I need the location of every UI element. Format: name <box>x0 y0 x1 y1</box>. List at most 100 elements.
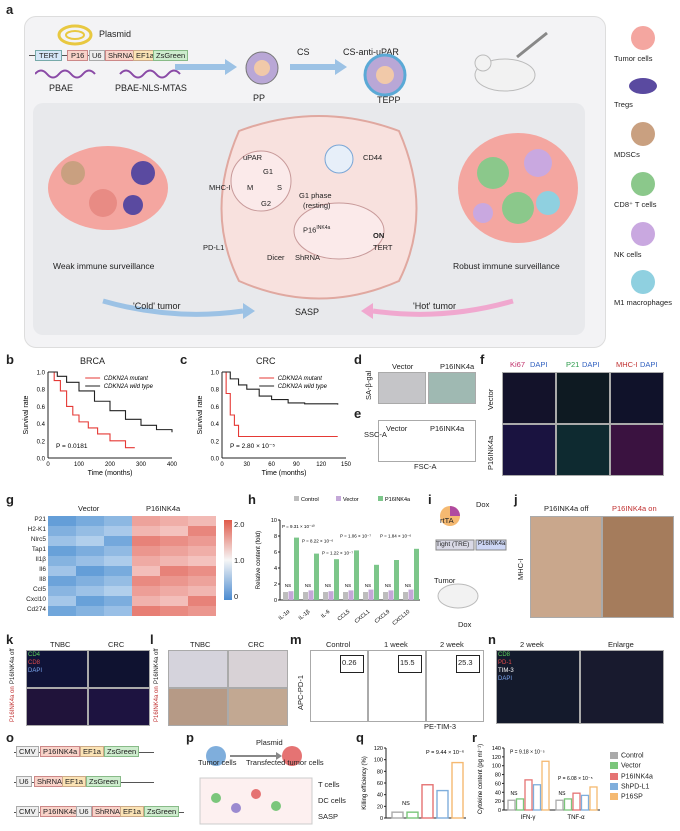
bar-Vector <box>563 798 573 811</box>
sasp-label: SASP <box>295 307 320 317</box>
panel-label-o: o <box>6 730 14 745</box>
bar-P16INK4a <box>394 560 399 600</box>
heatmap-cell <box>104 526 132 536</box>
m-v2: 15.5 <box>400 658 415 667</box>
category-label: CCL5 <box>337 609 352 623</box>
heatmap-cell <box>76 596 104 606</box>
heatmap-cell <box>160 606 188 616</box>
k-off: P16INK4a off <box>10 648 16 684</box>
bar-P16INK4a <box>572 792 581 811</box>
y-tick-label: 60 <box>377 781 383 787</box>
p-value: P = 6.08 × 10⁻⁵ <box>558 776 593 782</box>
legend-wt: CDKN2A wild type <box>278 384 328 390</box>
o3-zsgreen: ZsGreen <box>144 806 180 817</box>
legend-swatch <box>336 496 341 501</box>
y-tick-label: 120 <box>374 746 383 752</box>
upar-label: uPAR <box>243 153 263 162</box>
n-pd1: PD-1 <box>498 660 512 666</box>
x-axis-label: Time (months) <box>262 470 307 477</box>
x-tick-label: 400 <box>167 462 178 468</box>
y-axis-label: Survival rate <box>197 395 204 434</box>
l-crc: CRC <box>248 640 265 649</box>
y-tick-label: 0 <box>274 598 277 604</box>
i-dox2: Dox <box>458 620 472 629</box>
bar-Vector <box>368 589 374 600</box>
bar-P16INK4a <box>294 537 299 600</box>
heatmap-cell <box>104 556 132 566</box>
p-value: P = 1.84 × 10⁻⁶ <box>380 534 411 539</box>
f-img-6 <box>610 424 664 476</box>
l-tnbc: TNBC <box>190 640 211 649</box>
bar-P16INK4a <box>524 779 533 811</box>
legend-tumor: Tumor cells <box>614 54 653 63</box>
g-scale-1: 1.0 <box>234 556 245 565</box>
s-label: S <box>277 183 283 192</box>
heatmap-cell <box>132 516 160 526</box>
y-tick-label: 0.6 <box>37 405 46 411</box>
y-axis-label: Survival rate <box>23 395 30 434</box>
legend-swatch <box>378 496 383 501</box>
heatmap-cell <box>132 536 160 546</box>
y-tick-label: 6 <box>274 550 277 556</box>
category-label: IL-1β <box>298 609 312 622</box>
y-tick-label: 10 <box>271 518 277 524</box>
bar-P16INK4a <box>334 559 339 600</box>
bar-Control <box>507 799 516 811</box>
heatmap-cell <box>48 536 76 546</box>
y-tick-label: 0.4 <box>37 422 46 428</box>
heatmap-cell <box>104 576 132 586</box>
y-tick-label: 4 <box>274 566 277 572</box>
legend-cd8: CD8⁺ T cells <box>614 200 657 209</box>
p-value: P = 1.06 × 10⁻⁷ <box>340 534 371 539</box>
y-tick-label: 80 <box>377 769 383 775</box>
heatmap-cell <box>160 586 188 596</box>
heatmap-cell <box>76 546 104 556</box>
x-axis-label: Time (months) <box>88 470 133 477</box>
bar-Vector <box>328 591 334 600</box>
heatmap-cell <box>76 606 104 616</box>
n-img-1 <box>496 650 580 724</box>
panel-label-n: n <box>488 632 496 647</box>
l-on: P16INK4a on <box>154 686 160 722</box>
g1-label: G1 <box>263 167 274 176</box>
k-cd8: CD8 <box>28 660 41 666</box>
g1phase-label: G1 phase <box>299 191 332 200</box>
heatmap-cell <box>160 516 188 526</box>
m-w2: 2 week <box>440 640 464 649</box>
category-label: CXCL9 <box>374 609 391 625</box>
legend-swatch <box>610 762 618 770</box>
j-on: P16INK4a on <box>612 504 657 513</box>
legend-label: Vector <box>621 762 641 770</box>
y-tick-label: 140 <box>492 746 501 752</box>
x-tick-label: 300 <box>136 462 147 468</box>
construct-tert: TERT <box>35 50 63 61</box>
i-dox: Dox <box>476 500 490 509</box>
p-value: P = 8.22 × 10⁻⁶ <box>302 538 333 543</box>
category-label: TNF-α <box>567 815 585 821</box>
category-label: CXCL10 <box>391 609 411 627</box>
g-p16: P16INK4a <box>146 504 181 513</box>
legend-label: Control <box>301 497 319 503</box>
m-w1: 1 week <box>384 640 408 649</box>
bar-P16SP <box>541 760 550 811</box>
o3-shrna: ShRNA <box>92 806 124 817</box>
l-img-3 <box>168 688 228 726</box>
y-tick-label: 20 <box>495 799 501 805</box>
heatmap-cell <box>132 566 160 576</box>
heatmap-cell <box>132 556 160 566</box>
k-img-2 <box>88 650 150 688</box>
heatmap-cell <box>160 546 188 556</box>
m-plot-3 <box>426 650 484 722</box>
resting-label: (resting) <box>303 201 331 210</box>
bar-P16INK4a <box>354 550 359 600</box>
ns-label: NS <box>402 801 410 807</box>
heatmap-cell <box>160 576 188 586</box>
category-label: IFN-γ <box>521 815 536 821</box>
p-legend-sasp: SASP <box>318 812 339 821</box>
d-ylabel: SA-β-gal <box>364 370 373 400</box>
bar-Control <box>403 592 408 600</box>
o2-u6: U6 <box>16 776 32 787</box>
legend-m1: M1 macrophages <box>614 298 672 307</box>
heatmap-cell <box>76 516 104 526</box>
mhc-label: MHC-I <box>209 183 231 192</box>
